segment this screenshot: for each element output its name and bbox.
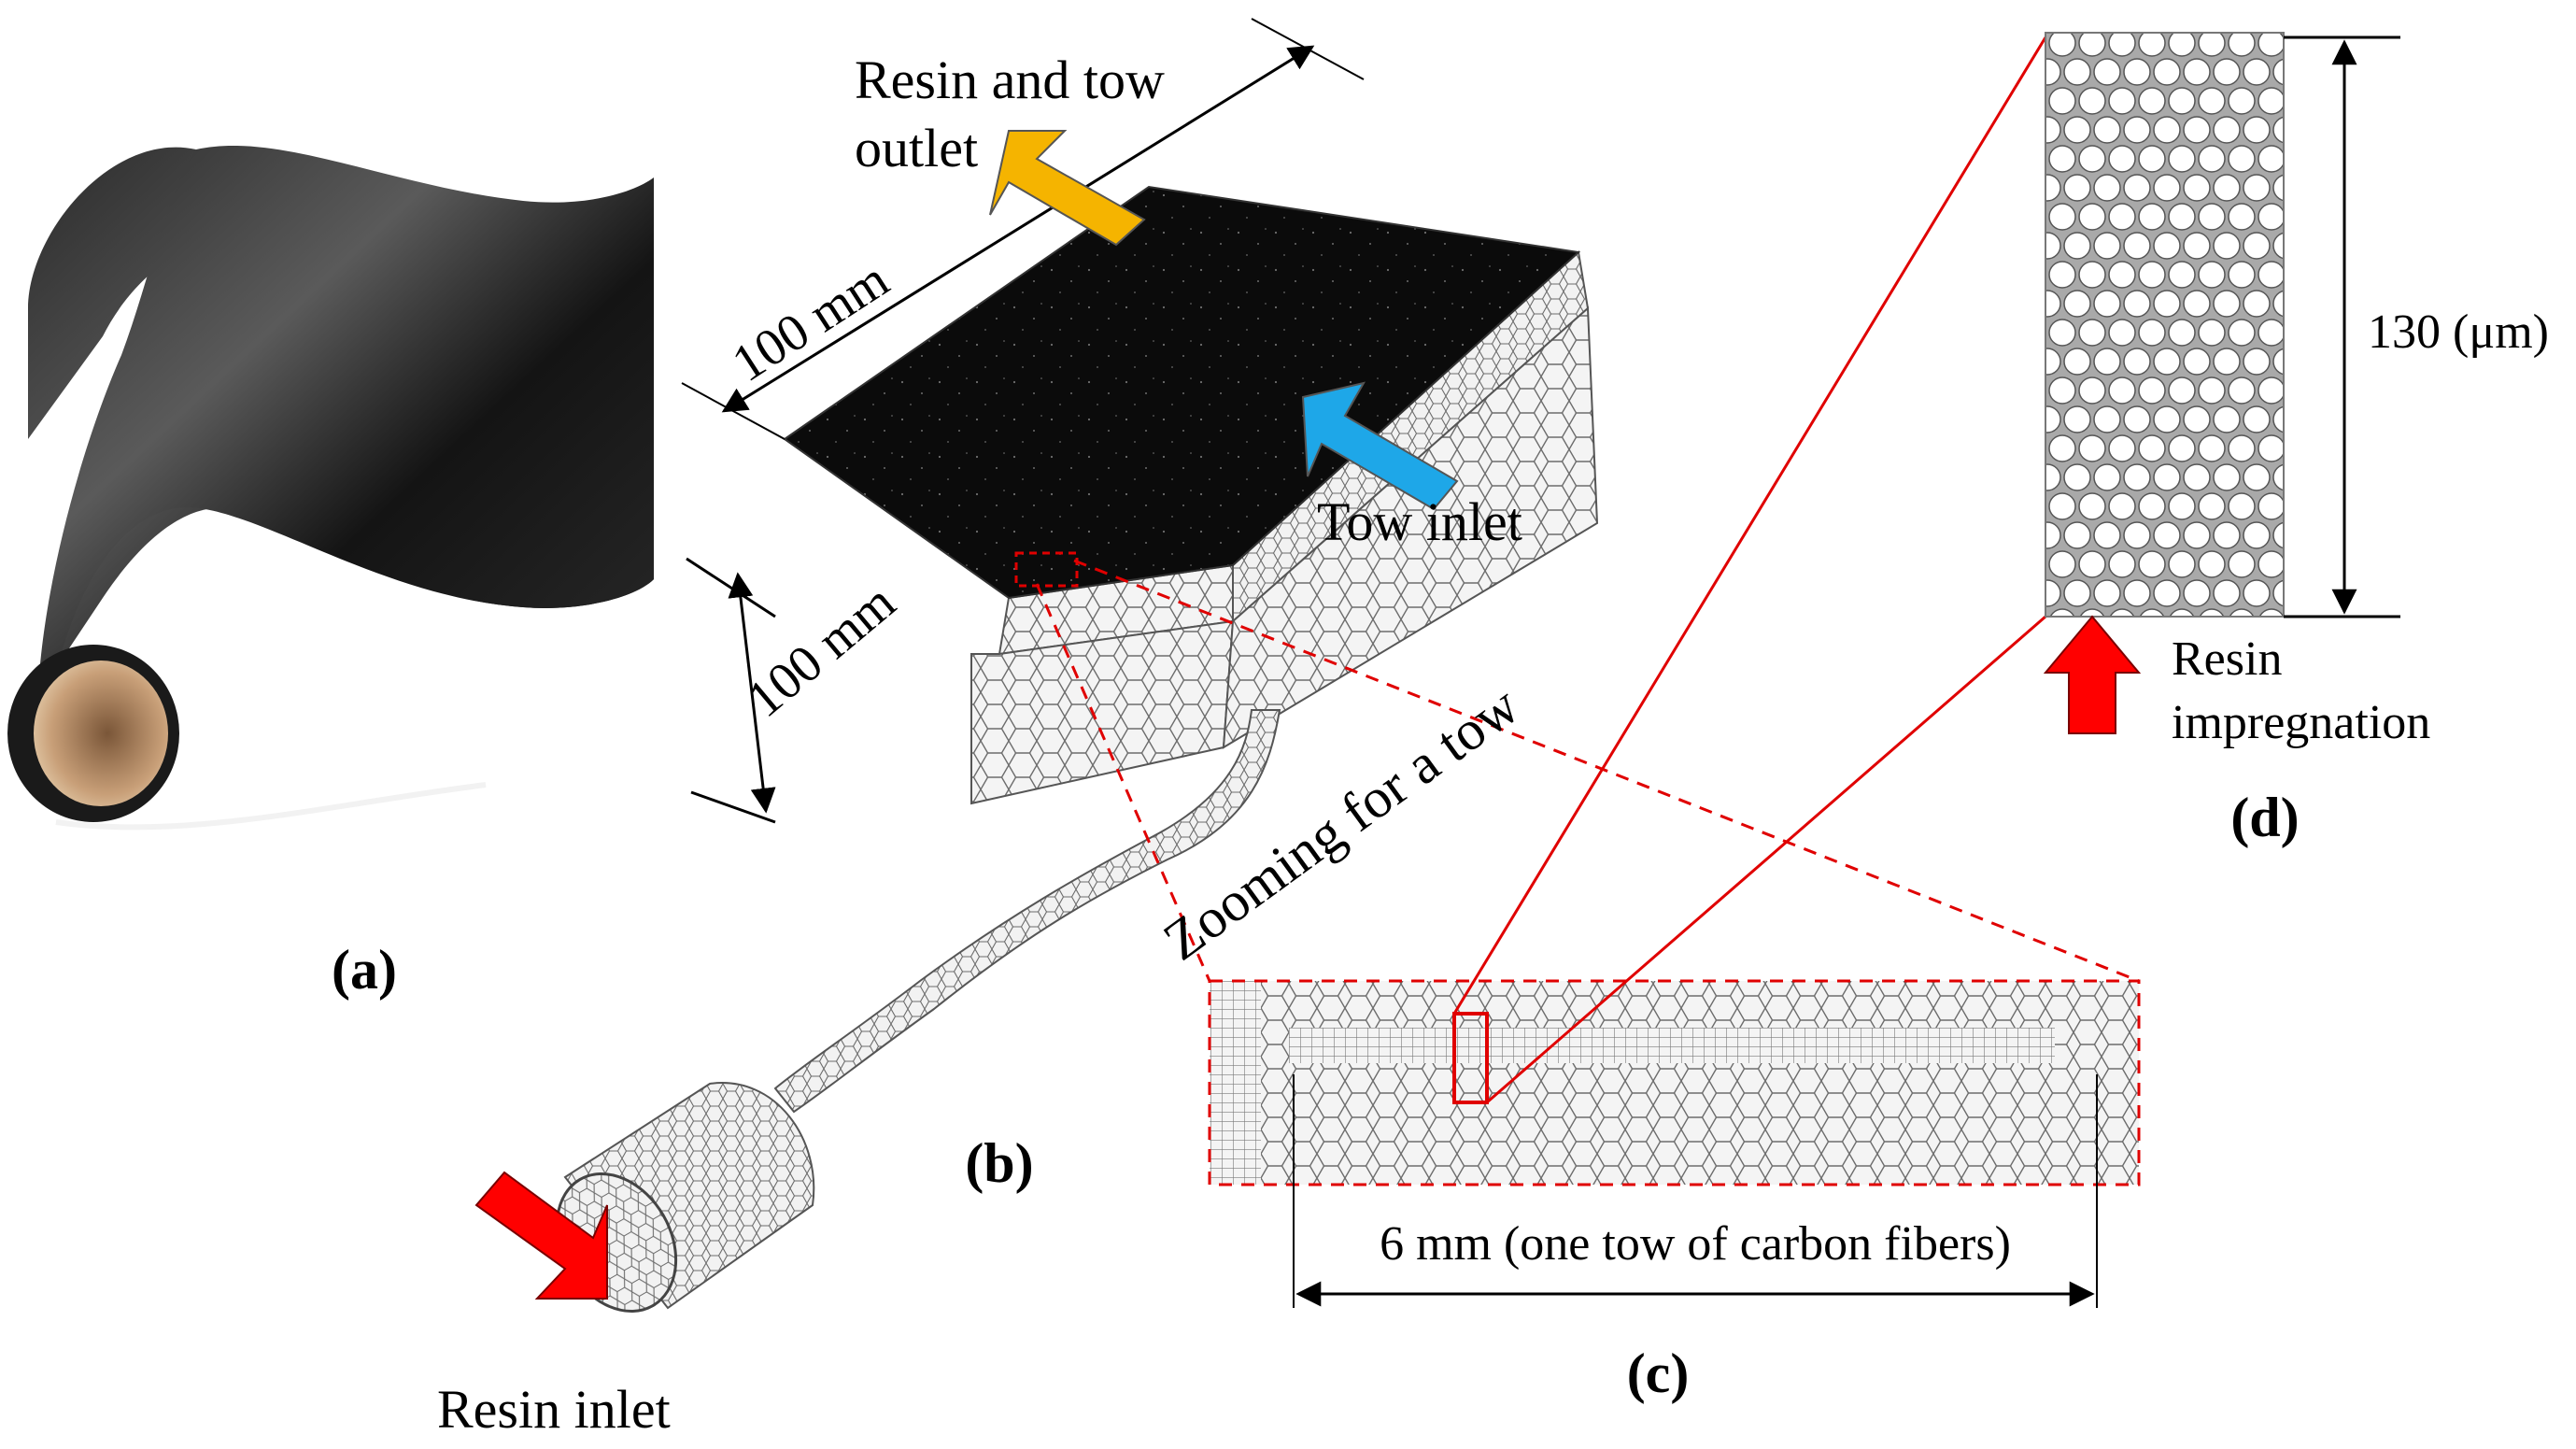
zoom-source-box — [1014, 551, 1079, 588]
fiber-zoom-box — [1452, 1012, 1489, 1104]
length-label: 100 mm — [722, 250, 899, 393]
impregnation-label-line2: impregnation — [2172, 696, 2430, 749]
fiber-packing — [2045, 32, 2285, 618]
tow-cross-section — [1208, 979, 2141, 1186]
roll-width-label: 100 mm — [737, 573, 907, 728]
fiber-height-label: 130 (μm) — [2368, 305, 2549, 359]
tow-fiber-band — [1289, 1028, 2055, 1063]
side-face — [1222, 305, 1599, 749]
mesh-geometry: 100 mm — [555, 18, 1599, 1314]
tow-width-label: 6 mm (one tow of carbon fibers) — [1380, 1217, 2011, 1271]
tow-zoom-frame — [1208, 979, 2141, 1186]
zoom-line-left — [1035, 583, 1211, 982]
panel-label-b: (b) — [965, 1132, 1033, 1194]
outlet-label-line2: outlet — [855, 118, 978, 178]
impregnation-label-line1: Resin — [2172, 632, 2282, 686]
roll-sheet-body — [37, 145, 654, 720]
panel-label-a: (a) — [332, 939, 397, 1001]
panel-label-c: (c) — [1627, 1342, 1690, 1404]
roll-width-dimension — [728, 572, 776, 814]
tow-mesh-boundary — [1210, 981, 1261, 1185]
panel-label-d: (d) — [2230, 787, 2299, 848]
length-dimension — [721, 45, 1315, 413]
arrow-up-icon — [2043, 615, 2142, 734]
resin-pipe — [773, 709, 1281, 1114]
arrow-up-left-icon — [1301, 381, 1459, 511]
resin-impregnation-arrow — [2043, 615, 2142, 734]
detail-line-top — [1452, 36, 2047, 1015]
resin-inlet-label: Resin inlet — [437, 1379, 671, 1440]
resin-inlet-arrow — [474, 1171, 608, 1300]
outlet-arrow — [989, 130, 1146, 247]
carbon-fiber-roll: 100 mm — [7, 145, 907, 831]
arrow-up-right-icon — [474, 1171, 608, 1300]
tow-mesh-area — [1210, 981, 2139, 1185]
roll-core — [34, 661, 168, 806]
tow-inlet-label: Tow inlet — [1317, 491, 1522, 552]
fiber-microstructure — [2045, 32, 2285, 618]
zoom-line-right — [1073, 559, 2140, 983]
tow-inlet-arrow — [1301, 381, 1459, 511]
detail-line-bottom — [1486, 615, 2046, 1104]
arrow-up-left-icon — [989, 130, 1146, 247]
front-face — [970, 619, 1235, 805]
outlet-label-line1: Resin and tow — [855, 50, 1165, 110]
